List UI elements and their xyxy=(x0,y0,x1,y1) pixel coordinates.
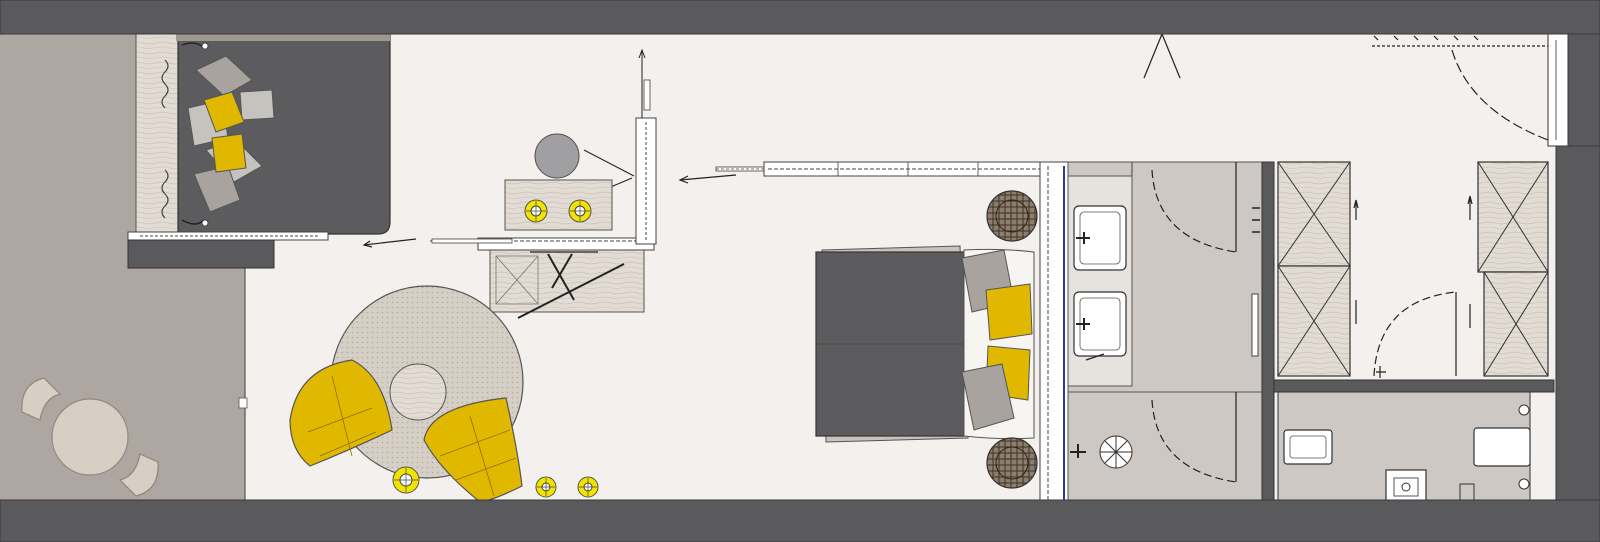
bedside-basket-icon xyxy=(986,190,1038,242)
washbasin-icon xyxy=(1073,205,1127,271)
floor-lamp-icon xyxy=(535,476,557,498)
wc-icon xyxy=(1283,429,1333,465)
washbasin-icon xyxy=(1073,291,1127,361)
partition-wall xyxy=(1039,161,1069,509)
shower-icon xyxy=(1070,435,1133,469)
terrace-chair-icon xyxy=(118,453,159,497)
wardrobe-icon xyxy=(1477,161,1549,377)
floor-lamp-icon xyxy=(524,199,548,223)
sliding-door-icon xyxy=(715,161,1069,177)
double-bed-icon xyxy=(815,245,1035,443)
side-table-icon xyxy=(389,363,447,421)
door-swing-icon xyxy=(1143,33,1549,141)
desk-icon xyxy=(430,48,657,313)
bath-fixtures xyxy=(1251,207,1260,357)
kitchenette-icon xyxy=(1385,469,1475,503)
lounge-armchair-icon xyxy=(289,359,393,467)
sliding-door-icon xyxy=(362,174,737,248)
lounge-armchair-icon xyxy=(423,397,523,503)
entrance-frame xyxy=(1547,33,1569,147)
door-swing-icon xyxy=(1151,169,1237,483)
desk-chair-icon xyxy=(517,251,625,319)
wardrobe-icon xyxy=(1277,161,1351,377)
pendant-lamp-icon xyxy=(534,133,635,201)
cushion-icon xyxy=(187,55,275,213)
sofa-base xyxy=(127,231,329,269)
door-swing-icon xyxy=(1353,195,1473,378)
floor-lamp-icon xyxy=(577,476,599,498)
terrace-table-icon xyxy=(21,377,159,497)
terrace-chair-icon xyxy=(21,377,62,421)
sofa-bed-icon xyxy=(135,33,391,235)
wc-icon xyxy=(1473,404,1531,490)
floor-lamp-icon xyxy=(568,199,592,223)
bedside-basket-icon xyxy=(986,437,1038,489)
floor-lamp-icon xyxy=(392,466,420,494)
